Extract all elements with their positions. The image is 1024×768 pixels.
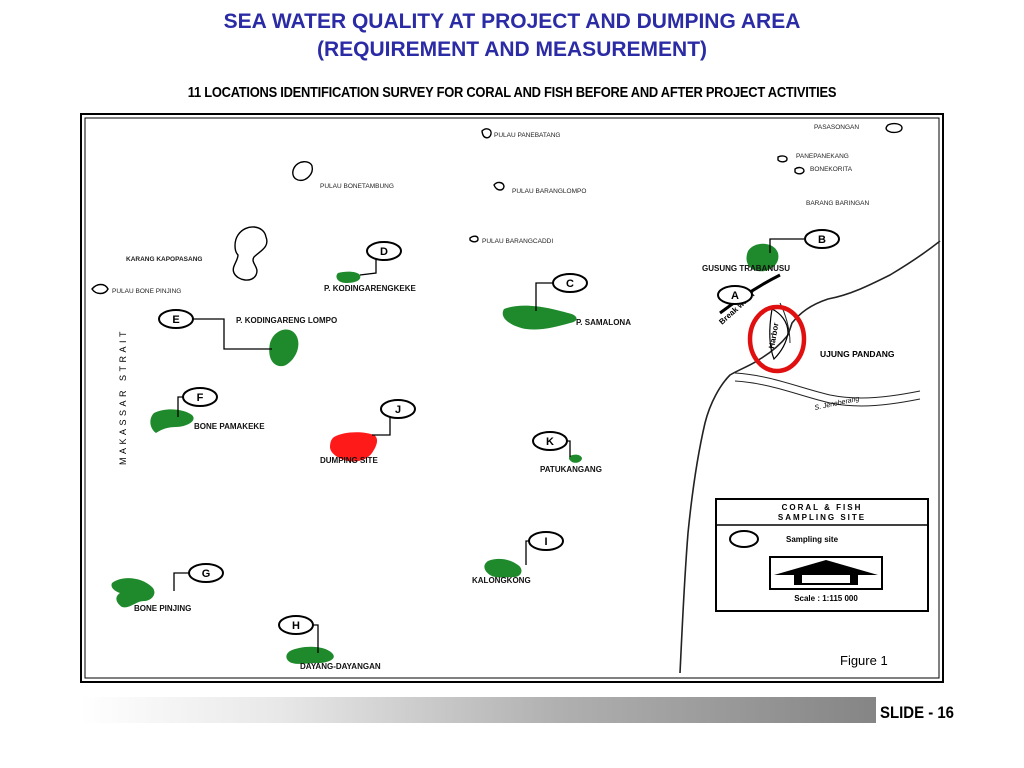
island-label-panebatang: PULAU PANEBATANG bbox=[494, 132, 560, 139]
island-label-bonetambung: PULAU BONETAMBUNG bbox=[320, 183, 394, 190]
slide-subtitle: 11 LOCATIONS IDENTIFICATION SURVEY FOR C… bbox=[187, 84, 837, 101]
reef-f bbox=[150, 409, 194, 433]
site-letter: I bbox=[544, 536, 547, 548]
legend-sampling-label: Sampling site bbox=[786, 535, 839, 544]
island-label-panepanekang: PANEPANEKANG bbox=[796, 153, 849, 160]
slide-number: SLIDE - 16 bbox=[880, 703, 955, 722]
site-name-j: DUMPING SITE bbox=[320, 456, 378, 465]
site-marker-i: I bbox=[528, 531, 564, 551]
slide-title-line1: SEA WATER QUALITY AT PROJECT AND DUMPING… bbox=[223, 10, 801, 33]
site-name-d: P. KODINGARENGKEKE bbox=[324, 284, 417, 293]
island-label-bonekorita: BONEKORITA bbox=[810, 166, 853, 173]
legend-title-line2: SAMPLING SITE bbox=[778, 513, 866, 522]
site-marker-f: F bbox=[182, 387, 218, 407]
island-label-baranglompo: PULAU BARANGLOMPO bbox=[512, 188, 586, 195]
site-name-h: DAYANG-DAYANGAN bbox=[300, 662, 381, 671]
reef-g bbox=[111, 578, 155, 608]
site-marker-e: E bbox=[158, 309, 194, 329]
harbor-label: Harbor bbox=[767, 322, 780, 349]
reef-areas bbox=[111, 243, 779, 664]
north-arrow-icon bbox=[774, 560, 878, 585]
island-outlines bbox=[91, 122, 903, 295]
site-marker-d: D bbox=[366, 241, 402, 261]
site-letter: B bbox=[818, 234, 826, 246]
site-letter: K bbox=[546, 436, 554, 448]
site-letter: G bbox=[202, 568, 211, 580]
site-letter: H bbox=[292, 620, 300, 632]
reef-c bbox=[502, 305, 577, 330]
dumping-site-area bbox=[330, 432, 378, 462]
site-letter: A bbox=[731, 290, 739, 302]
site-marker-k: K bbox=[532, 431, 568, 451]
site-marker-a: A bbox=[717, 285, 753, 305]
site-name-e: P. KODINGARENG LOMPO bbox=[236, 316, 337, 325]
reef-h bbox=[286, 646, 334, 664]
coastline bbox=[679, 240, 941, 674]
legend-scale: Scale : 1:115 000 bbox=[794, 594, 858, 603]
island-label-barangcaddi: PULAU BARANGCADDI bbox=[482, 238, 553, 245]
north-arrow-notch bbox=[802, 575, 850, 583]
legend-box bbox=[715, 498, 929, 612]
site-markers: A B C D E F G H bbox=[158, 229, 840, 635]
reef-d bbox=[336, 271, 361, 283]
site-name-f: BONE PAMAKEKE bbox=[194, 422, 265, 431]
island-label-barang-baringan: BARANG BARINGAN bbox=[806, 200, 870, 207]
site-marker-h: H bbox=[278, 615, 314, 635]
footer-gradient-bar bbox=[80, 697, 876, 723]
harbor-highlight-circle bbox=[747, 304, 807, 374]
reef-e bbox=[269, 329, 299, 367]
site-marker-c: C bbox=[552, 273, 588, 293]
site-name-c: P. SAMALONA bbox=[576, 318, 631, 327]
site-name-i: KALONGKONG bbox=[472, 576, 531, 585]
site-letter: C bbox=[566, 278, 574, 290]
legend-title-line1: CORAL & FISH bbox=[782, 503, 863, 512]
ujung-pandang-label: UJUNG PANDANG bbox=[820, 349, 895, 359]
site-marker-j: J bbox=[380, 399, 416, 419]
figure-label: Figure 1 bbox=[840, 653, 888, 668]
site-marker-b: B bbox=[804, 229, 840, 249]
strait-label: MAKASSAR STRAIT bbox=[118, 328, 128, 465]
reef-k bbox=[568, 454, 582, 463]
site-marker-g: G bbox=[188, 563, 224, 583]
site-letter: F bbox=[197, 392, 204, 404]
site-letter: D bbox=[380, 246, 388, 258]
site-name-k: PATUKANGANG bbox=[540, 465, 602, 474]
site-letter: J bbox=[395, 404, 401, 416]
site-name-b: GUSUNG TRABANUSU bbox=[702, 264, 790, 273]
slide-title-line2: (REQUIREMENT AND MEASUREMENT) bbox=[316, 38, 708, 61]
island-label-karang-kapopasang: KARANG KAPOPASANG bbox=[126, 256, 202, 263]
site-letter: E bbox=[172, 314, 179, 326]
river-jeneberang bbox=[734, 372, 921, 407]
legend: CORAL & FISH SAMPLING SITE Sampling site… bbox=[715, 498, 929, 612]
island-label-pasasongan: PASASONGAN bbox=[814, 124, 859, 131]
site-name-g: BONE PINJING bbox=[134, 604, 191, 613]
survey-map: Break water Harbor S. Jeneberang UJUNG P… bbox=[80, 113, 944, 683]
island-label-bone-pinjing-north: PULAU BONE PINJING bbox=[112, 288, 181, 295]
map-inner-border bbox=[84, 117, 940, 679]
legend-site-symbol bbox=[729, 530, 759, 548]
reef-i bbox=[484, 558, 522, 578]
harbor-shape bbox=[769, 308, 789, 361]
